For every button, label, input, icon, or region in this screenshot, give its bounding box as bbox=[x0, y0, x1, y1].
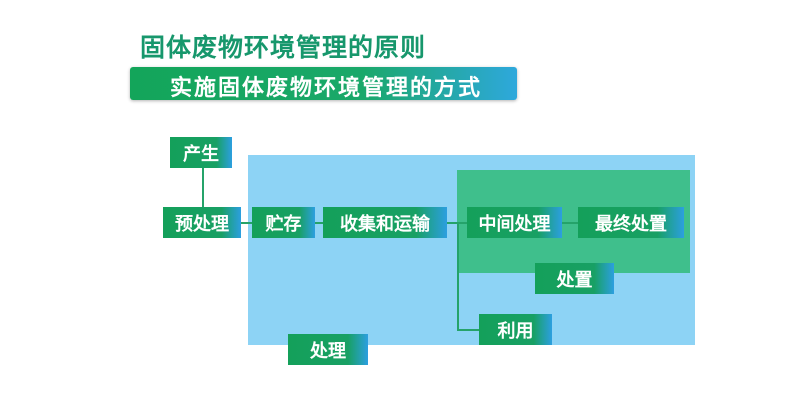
connector-line bbox=[562, 222, 578, 224]
node-pretreat: 预处理 bbox=[163, 207, 241, 238]
connector-line bbox=[202, 167, 204, 207]
page-title: 固体废物环境管理的原则 bbox=[140, 33, 427, 62]
subtitle-text: 实施固体废物环境管理的方式 bbox=[170, 76, 483, 101]
label-disposal: 处置 bbox=[535, 263, 614, 294]
node-storage: 贮存 bbox=[252, 207, 315, 238]
connector-line bbox=[457, 222, 459, 331]
node-generate: 产生 bbox=[170, 137, 232, 168]
node-collect-transport: 收集和运输 bbox=[323, 207, 447, 238]
node-utilize: 利用 bbox=[479, 314, 552, 345]
label-treatment: 处理 bbox=[288, 334, 368, 365]
node-final-disposal: 最终处置 bbox=[578, 207, 684, 238]
node-intermediate-treatment: 中间处理 bbox=[467, 207, 562, 238]
connector-line bbox=[315, 222, 323, 224]
subtitle-banner: 实施固体废物环境管理的方式 bbox=[130, 67, 517, 101]
connector-line bbox=[457, 329, 479, 331]
connector-line bbox=[241, 222, 252, 224]
